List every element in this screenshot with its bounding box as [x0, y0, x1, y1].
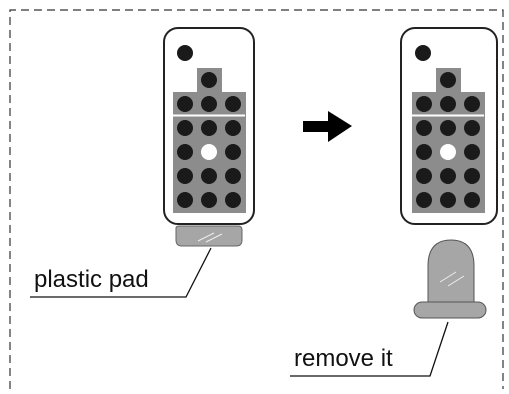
button-black — [177, 168, 193, 184]
button-black — [201, 168, 217, 184]
button-black — [464, 168, 480, 184]
button-grid — [412, 68, 485, 213]
button-black — [177, 192, 193, 208]
button-black — [225, 96, 241, 112]
remove-it-label: remove it — [294, 345, 393, 372]
button-black — [201, 96, 217, 112]
button-black — [416, 96, 432, 112]
button-black — [177, 120, 193, 136]
button-black — [201, 120, 217, 136]
button-black — [201, 72, 217, 88]
dashed-frame — [9, 9, 504, 389]
remove-it-leader — [290, 321, 449, 377]
remove-it-callout: remove it — [290, 321, 449, 377]
button-black — [440, 72, 456, 88]
button-black — [177, 144, 193, 160]
plastic-pad-removed — [413, 239, 487, 319]
button-black — [225, 192, 241, 208]
plastic-pad-attached — [175, 225, 243, 247]
power-button — [415, 45, 431, 61]
button-black — [440, 96, 456, 112]
remote-before — [163, 27, 255, 225]
power-button — [177, 45, 193, 61]
button-black — [225, 168, 241, 184]
plastic-pad-callout: plastic pad — [30, 247, 212, 298]
button-black — [416, 168, 432, 184]
button-black — [464, 120, 480, 136]
remote-after — [400, 27, 498, 225]
button-white — [440, 144, 456, 160]
arrow-right — [303, 111, 352, 142]
button-black — [201, 192, 217, 208]
button-black — [464, 144, 480, 160]
button-white — [201, 144, 217, 160]
button-black — [440, 192, 456, 208]
button-black — [464, 192, 480, 208]
plastic-pad-label: plastic pad — [34, 266, 149, 293]
button-black — [416, 192, 432, 208]
button-black — [440, 168, 456, 184]
button-black — [440, 120, 456, 136]
button-black — [416, 120, 432, 136]
button-grid — [173, 68, 246, 213]
button-black — [225, 120, 241, 136]
button-black — [225, 144, 241, 160]
button-black — [464, 96, 480, 112]
plastic-pad-leader — [30, 247, 212, 298]
button-black — [177, 96, 193, 112]
button-black — [416, 144, 432, 160]
